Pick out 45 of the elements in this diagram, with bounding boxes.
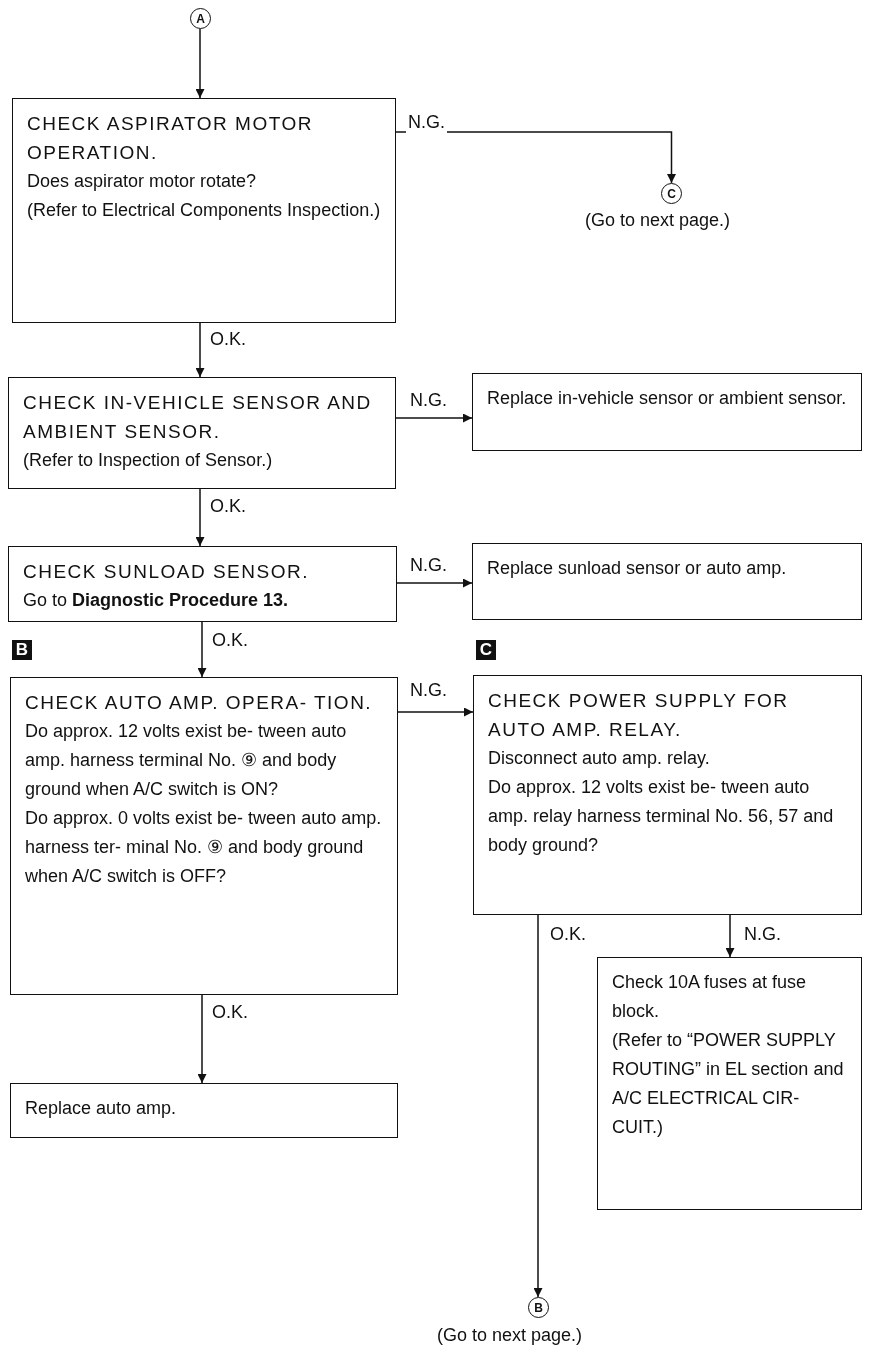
section-marker: B [12, 640, 32, 660]
step-text: (Refer to Electrical Components Inspection.) [27, 199, 381, 222]
connector-circle: C [661, 183, 682, 204]
step-text: Do approx. 12 volts exist be- tween auto amp. harness terminal No. ⑨ and body ground when A/C switch is ON? [25, 720, 348, 801]
step-heading: CHECK POWER SUPPLY FOR AUTO AMP. RELAY. [488, 689, 790, 742]
step-heading: CHECK SUNLOAD SENSOR. [23, 560, 310, 584]
flow-arrow [195, 322, 205, 378]
flow-arrow [396, 578, 473, 588]
step-text: Do approx. 12 volts exist be- tween auto amp. relay harness terminal No. 56, 57 and body ground? [488, 776, 835, 857]
process-box [12, 98, 396, 323]
flow-arrow [195, 28, 205, 99]
step-heading: CHECK AUTO AMP. OPERA- TION. [25, 691, 374, 715]
step-text: Go to Diagnostic Procedure 13. [23, 589, 290, 612]
step-text: Replace sunload sensor or auto amp. [487, 557, 788, 580]
note-text: (Go to next page.) [585, 210, 731, 231]
process-box [472, 373, 862, 451]
connector-circle: B [528, 1297, 549, 1318]
step-text: Replace in-vehicle sensor or ambient sensor. [487, 387, 847, 410]
step-text: (Refer to Inspection of Sensor.) [23, 449, 274, 472]
note-text: (Go to next page.) [437, 1325, 583, 1346]
step-heading: CHECK IN-VEHICLE SENSOR AND AMBIENT SENSOR. [23, 391, 373, 444]
flow-arrow [395, 413, 473, 423]
section-marker: C [476, 640, 496, 660]
step-heading: CHECK ASPIRATOR MOTOR OPERATION. [27, 112, 314, 165]
flow-arrow [533, 914, 543, 1298]
flow-arrow [397, 707, 474, 717]
step-text: Does aspirator motor rotate? [27, 170, 258, 193]
step-text: (Refer to “POWER SUPPLY ROUTING” in EL section and A/C ELECTRICAL CIR- CUIT.) [612, 1029, 845, 1139]
process-box [8, 546, 397, 622]
step-text: Do approx. 0 volts exist be- tween auto amp. harness ter- minal No. ⑨ and body ground when A/C switch is OFF? [25, 807, 383, 888]
process-box [472, 543, 862, 620]
process-box [8, 377, 396, 489]
edge-label: N.G. [406, 112, 447, 133]
process-box [473, 675, 862, 915]
flow-arrow [197, 621, 207, 678]
flow-arrow [725, 914, 735, 958]
connector-circle: A [190, 8, 211, 29]
flow-arrow [197, 994, 207, 1084]
process-box [10, 1083, 398, 1138]
step-text: Check 10A fuses at fuse block. [612, 971, 808, 1023]
flow-arrow [195, 488, 205, 547]
process-box [597, 957, 862, 1210]
process-box [10, 677, 398, 995]
step-text: Replace auto amp. [25, 1097, 178, 1120]
step-text: Disconnect auto amp. relay. [488, 747, 711, 770]
